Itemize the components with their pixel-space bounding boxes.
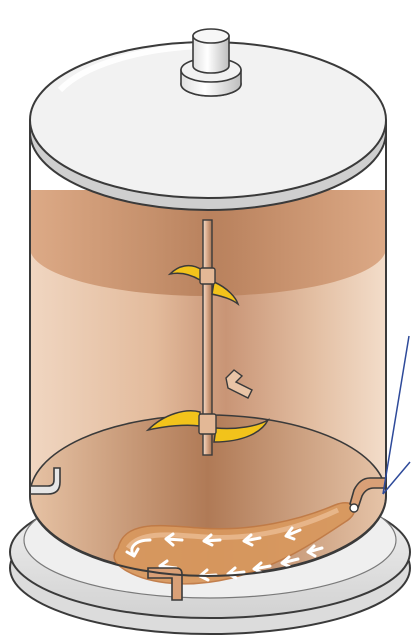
pointer-lines (383, 336, 410, 494)
pipe-outlet (350, 504, 358, 512)
lid-cap (181, 29, 241, 96)
impeller-hub (200, 268, 215, 284)
impeller-hub (199, 414, 216, 434)
